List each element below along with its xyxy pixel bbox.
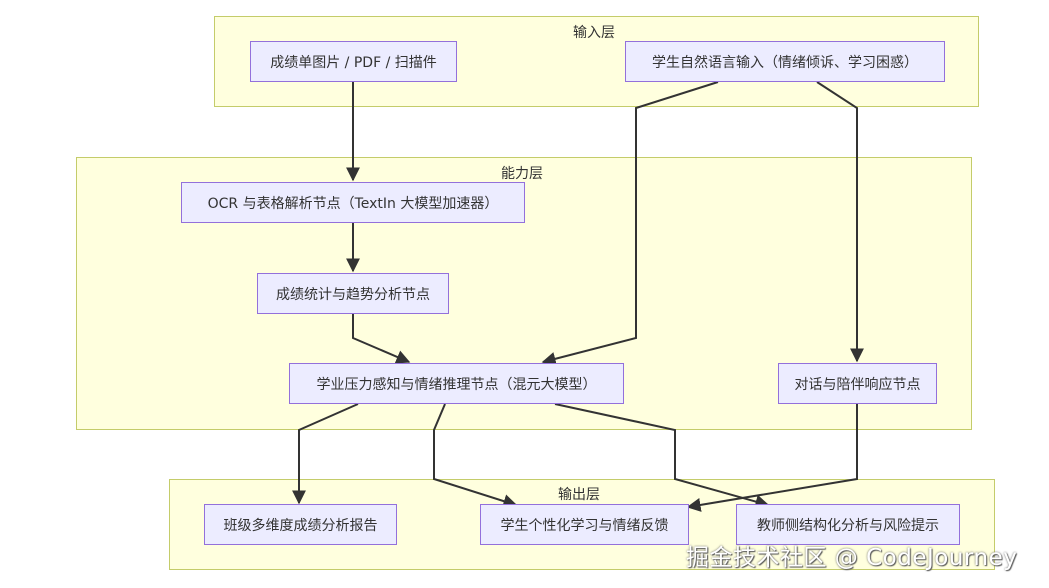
- node-teacher-analysis-label: 教师侧结构化分析与风险提示: [757, 517, 939, 534]
- node-nl-input-label: 学生自然语言输入（情绪倾诉、学习困惑）: [652, 54, 918, 71]
- node-pressure-label: 学业压力感知与情绪推理节点（混元大模型）: [316, 376, 597, 393]
- layer-title-output: 输出层: [558, 487, 600, 503]
- node-student-feedback[interactable]: 学生个性化学习与情绪反馈: [480, 504, 689, 545]
- node-class-report[interactable]: 班级多维度成绩分析报告: [204, 504, 397, 545]
- node-ocr[interactable]: OCR 与表格解析节点（TextIn 大模型加速器）: [181, 182, 525, 223]
- node-dialog-label: 对话与陪伴响应节点: [794, 376, 921, 393]
- node-student-feedback-label: 学生个性化学习与情绪反馈: [500, 517, 669, 534]
- node-scan-input[interactable]: 成绩单图片 / PDF / 扫描件: [250, 41, 457, 82]
- node-pressure[interactable]: 学业压力感知与情绪推理节点（混元大模型）: [289, 363, 624, 404]
- node-dialog[interactable]: 对话与陪伴响应节点: [778, 363, 937, 404]
- layer-title-input: 输入层: [573, 25, 615, 41]
- watermark: 掘金技术社区 @ CodeJourney: [686, 545, 1018, 571]
- node-stats-label: 成绩统计与趋势分析节点: [276, 286, 430, 303]
- layer-title-capability: 能力层: [501, 166, 543, 182]
- node-nl-input[interactable]: 学生自然语言输入（情绪倾诉、学习困惑）: [625, 41, 945, 82]
- node-ocr-label: OCR 与表格解析节点（TextIn 大模型加速器）: [207, 195, 499, 212]
- node-teacher-analysis[interactable]: 教师侧结构化分析与风险提示: [736, 504, 960, 545]
- node-scan-input-label: 成绩单图片 / PDF / 扫描件: [270, 54, 437, 71]
- node-stats[interactable]: 成绩统计与趋势分析节点: [257, 273, 449, 314]
- node-class-report-label: 班级多维度成绩分析报告: [223, 517, 378, 534]
